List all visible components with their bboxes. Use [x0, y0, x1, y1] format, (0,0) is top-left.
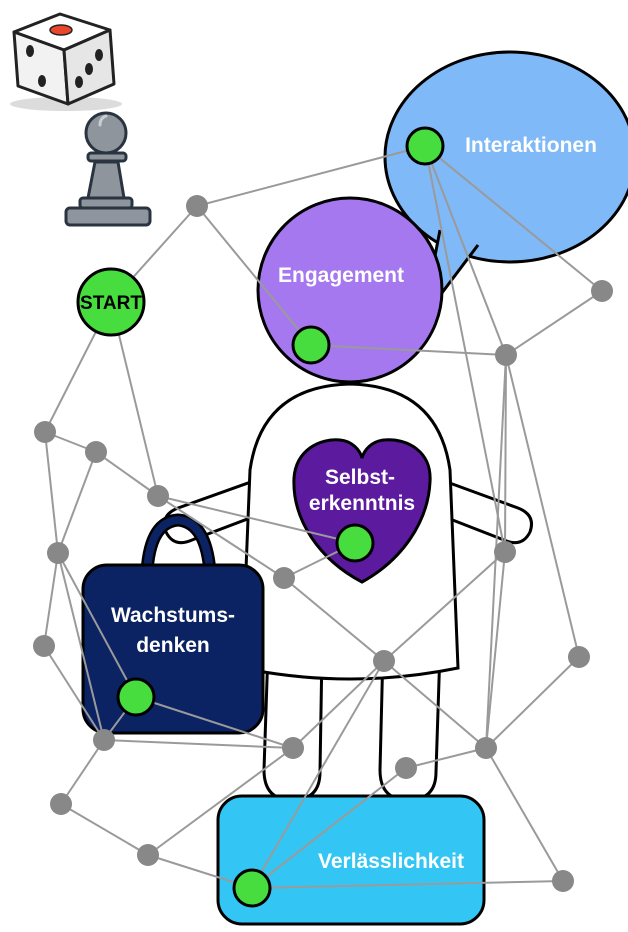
path-edges	[43, 145, 603, 889]
green-node-verlaesslichkeit[interactable]	[232, 868, 272, 908]
pawn-icon[interactable]	[64, 111, 152, 227]
edge	[251, 660, 385, 889]
edge	[43, 645, 105, 741]
edge	[57, 552, 137, 698]
start-node[interactable]	[76, 267, 146, 337]
gray-node[interactable]	[147, 485, 169, 507]
edge	[505, 354, 580, 658]
green-nodes	[76, 126, 445, 908]
wachstumsdenken-label-line1: Wachstums-	[111, 604, 235, 627]
gray-node[interactable]	[34, 421, 56, 443]
edge	[57, 451, 97, 554]
gray-node[interactable]	[137, 844, 159, 866]
gray-node[interactable]	[33, 635, 55, 657]
edge	[103, 739, 294, 749]
edge	[283, 577, 385, 662]
edge	[405, 747, 487, 769]
edge	[95, 451, 159, 497]
edge	[43, 552, 59, 647]
gray-node[interactable]	[373, 650, 395, 672]
edge	[424, 145, 603, 292]
edge	[57, 552, 105, 741]
edge	[383, 551, 506, 662]
green-node-interaktionen[interactable]	[405, 126, 445, 166]
edge	[251, 767, 407, 889]
gray-node[interactable]	[93, 729, 115, 751]
edge	[44, 431, 59, 554]
edge	[485, 551, 506, 749]
gray-node[interactable]	[50, 793, 72, 815]
edge	[485, 747, 564, 882]
green-node-engagement[interactable]	[291, 325, 331, 365]
gray-node[interactable]	[186, 195, 208, 217]
selbsterkenntnis-label-line1: Selbst-	[325, 466, 395, 489]
gray-node[interactable]	[47, 542, 69, 564]
gray-node[interactable]	[273, 567, 295, 589]
gray-node[interactable]	[591, 280, 613, 302]
gray-node[interactable]	[475, 737, 497, 759]
edge	[383, 660, 487, 749]
edge	[310, 344, 507, 356]
wachstumsdenken-label-line2: denken	[136, 634, 210, 657]
start-label: START	[80, 293, 142, 314]
engagement-label: Engagement	[278, 264, 404, 287]
edge	[157, 495, 285, 579]
gray-node[interactable]	[395, 757, 417, 779]
edge	[157, 495, 356, 544]
green-node-wachstumsdenken[interactable]	[116, 677, 156, 717]
edge	[60, 739, 105, 805]
gray-node[interactable]	[282, 737, 304, 759]
gray-node[interactable]	[495, 344, 517, 366]
edge	[424, 145, 507, 356]
verlaesslichkeit-label: Verlässlichkeit	[318, 850, 464, 873]
edge	[60, 803, 149, 856]
edge	[424, 145, 506, 553]
edge	[196, 145, 426, 207]
dice-icon[interactable]	[10, 12, 122, 111]
edge	[196, 205, 312, 346]
edge	[505, 290, 603, 356]
edge	[504, 354, 507, 553]
edge	[147, 747, 294, 856]
gray-node[interactable]	[568, 646, 590, 668]
edge	[292, 660, 385, 749]
gray-node[interactable]	[494, 541, 516, 563]
verlaesslichkeit-platform	[216, 794, 486, 926]
gray-node[interactable]	[85, 441, 107, 463]
edge	[135, 696, 294, 749]
edge	[485, 656, 580, 749]
selbsterkenntnis-label-line2: erkenntnis	[309, 492, 415, 515]
interaktionen-label: Interaktionen	[465, 134, 597, 157]
gray-node[interactable]	[552, 870, 574, 892]
engagement-circle	[256, 196, 444, 384]
gray-nodes	[33, 195, 613, 892]
edge	[251, 880, 564, 889]
heart-shape	[292, 438, 432, 584]
green-node-selbsterkenntnis[interactable]	[335, 523, 375, 563]
